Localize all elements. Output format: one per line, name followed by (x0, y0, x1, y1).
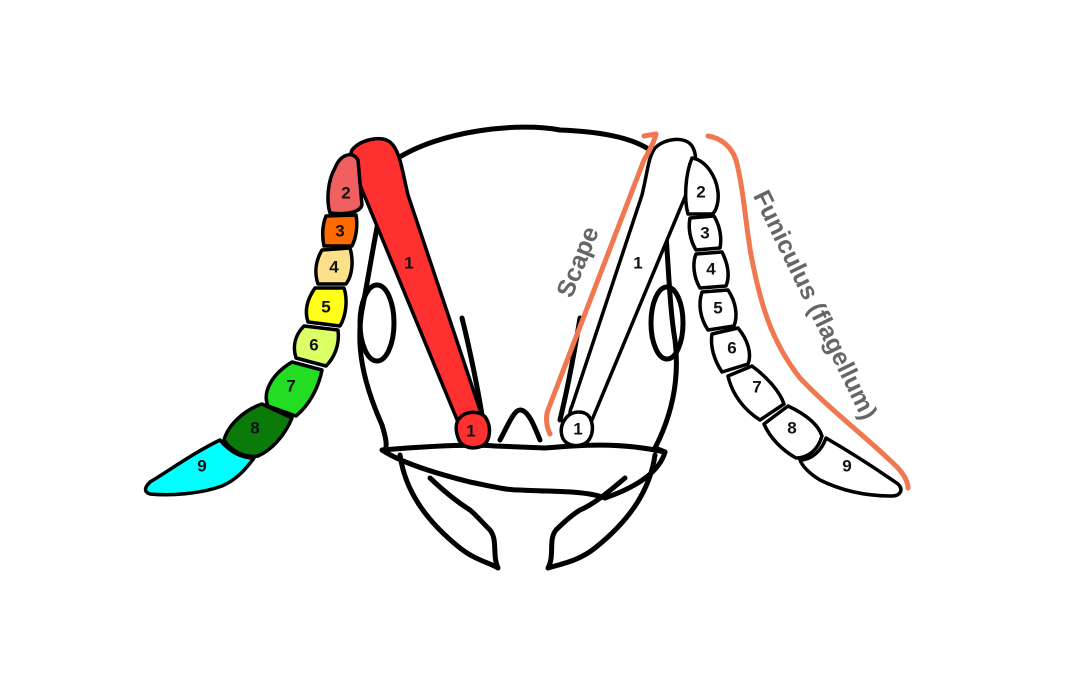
right-funiculus-segment-7 (726, 364, 786, 422)
left-funiculus-segment-9 (143, 438, 256, 497)
right-funiculus-segment-9 (798, 436, 903, 498)
left-funiculus-segment-2 (326, 152, 364, 216)
clypeal-tooth (497, 407, 543, 443)
right-radicle-label: 1 (573, 420, 582, 439)
right-radicle: 1 (559, 410, 595, 448)
left-funiculus-label-8: 8 (250, 419, 259, 438)
right-funiculus-segment-3 (687, 214, 723, 252)
right-funiculus-label-2: 2 (696, 183, 705, 202)
right-funiculus-segment-6 (709, 326, 752, 374)
left-funiculus-segment-7 (264, 360, 324, 418)
right-funiculus-label-5: 5 (713, 299, 722, 318)
clypeus-outline (379, 442, 668, 501)
right-funiculus: 2 3 4 5 6 7 8 9 (683, 156, 903, 498)
left-radicle: 1 (454, 410, 492, 450)
right-funiculus-label-3: 3 (700, 224, 709, 243)
right-funiculus-label-7: 7 (752, 378, 761, 397)
right-funiculus-label-4: 4 (706, 260, 716, 279)
right-eye (648, 284, 686, 362)
left-funiculus-label-9: 9 (197, 457, 206, 476)
left-scape-segment (348, 137, 484, 427)
left-antenna: 1 1 2 3 4 5 6 7 8 9 (143, 137, 492, 497)
right-antenna: 1 1 2 3 4 5 6 7 8 9 (559, 137, 903, 498)
left-eye (357, 282, 397, 364)
left-funiculus-label-3: 3 (335, 222, 344, 241)
right-mandible (545, 452, 658, 571)
right-funiculus-segment-4 (692, 250, 730, 290)
left-funiculus-segment-6 (292, 324, 341, 368)
left-funiculus-segment-3 (320, 213, 359, 248)
right-funiculus-segment-2 (683, 156, 720, 216)
left-scape: 1 (348, 137, 484, 427)
left-mandible (397, 452, 501, 571)
right-funiculus-label-6: 6 (727, 339, 736, 358)
funiculus-bracket (705, 133, 911, 491)
left-funiculus-label-4: 4 (329, 258, 339, 277)
left-funiculus: 2 3 4 5 6 7 8 9 (143, 152, 364, 497)
right-radicle-segment (559, 410, 595, 448)
left-funiculus-label-2: 2 (341, 184, 350, 203)
scape-bracket (544, 131, 659, 437)
left-radicle-label: 1 (466, 422, 475, 441)
left-radicle-segment (454, 410, 492, 450)
right-funiculus-segment-8 (762, 404, 824, 460)
right-funiculus-label-9: 9 (842, 457, 851, 476)
right-scape-label: 1 (633, 254, 642, 273)
left-funiculus-label-7: 7 (286, 377, 295, 396)
right-funiculus-label-8: 8 (787, 419, 796, 438)
left-funiculus-segment-5 (304, 286, 348, 328)
left-scape-label: 1 (404, 254, 413, 273)
left-funiculus-segment-4 (314, 246, 354, 286)
left-funiculus-label-5: 5 (321, 298, 330, 317)
left-funiculus-label-6: 6 (309, 336, 318, 355)
right-funiculus-segment-5 (698, 288, 738, 332)
